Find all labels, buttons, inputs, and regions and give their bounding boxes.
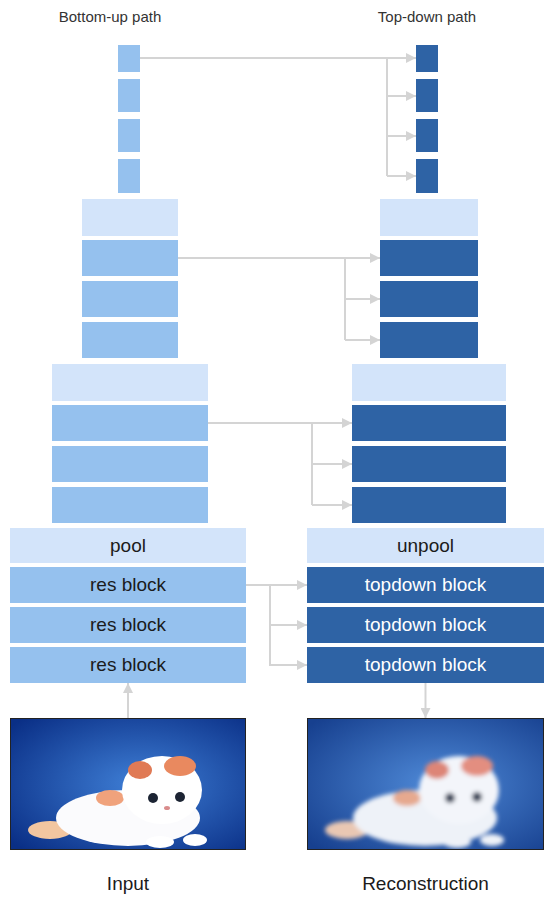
connector-arrow xyxy=(246,585,307,665)
cat-patch xyxy=(164,756,196,776)
skip-arrow xyxy=(345,298,380,300)
topdown-block: topdown block xyxy=(307,607,544,643)
feature-bar xyxy=(82,281,178,317)
image-caption: Input xyxy=(11,873,245,895)
feature-bar xyxy=(118,159,140,193)
pool-bar xyxy=(82,199,178,236)
cat-patch xyxy=(393,790,421,806)
column-heading: Bottom-up path xyxy=(59,8,162,26)
unpool-layer: unpool xyxy=(307,528,544,563)
skip-arrow xyxy=(178,257,380,259)
feature-bar xyxy=(380,281,478,317)
skip-line xyxy=(386,58,388,176)
feature-bar xyxy=(416,79,438,112)
cat-head xyxy=(419,756,499,824)
column-heading: Top-down path xyxy=(378,8,476,26)
cat-eye xyxy=(472,792,482,802)
cat-head xyxy=(122,756,202,824)
photo-background xyxy=(307,718,543,850)
pool-bar xyxy=(52,364,208,401)
skip-arrow xyxy=(208,422,352,424)
feature-bar xyxy=(118,79,140,112)
block-label: topdown block xyxy=(365,574,486,596)
cat-eye xyxy=(148,793,158,803)
reconstruction-image: Reconstruction xyxy=(307,718,544,850)
block-label: unpool xyxy=(397,535,454,557)
block-label: topdown block xyxy=(365,654,486,676)
feature-bar xyxy=(82,322,178,358)
pool-layer: pool xyxy=(10,528,246,563)
skip-arrow xyxy=(387,135,416,137)
topdown-block: topdown block xyxy=(307,647,544,683)
cat-eye xyxy=(445,793,455,803)
feature-bar xyxy=(82,240,178,276)
image-caption: Reconstruction xyxy=(308,873,543,895)
cat-patch xyxy=(128,761,152,779)
block-label: topdown block xyxy=(365,614,486,636)
input-image: Input xyxy=(10,718,246,850)
feature-bar xyxy=(52,446,208,482)
skip-arrow xyxy=(387,175,416,177)
topdown-block: topdown block xyxy=(307,567,544,603)
cat-patch xyxy=(461,756,493,776)
feature-bar xyxy=(380,322,478,358)
skip-arrow xyxy=(312,504,352,506)
feature-bar xyxy=(352,487,506,523)
connector-arrow xyxy=(127,683,129,718)
cat-patch xyxy=(96,790,124,806)
feature-bar xyxy=(416,119,438,152)
feature-bar xyxy=(118,119,140,152)
block-label: pool xyxy=(110,535,146,557)
feature-bar xyxy=(352,446,506,482)
feature-bar xyxy=(380,240,478,276)
skip-arrow xyxy=(345,339,380,341)
feature-bar xyxy=(416,45,438,72)
skip-arrow xyxy=(312,463,352,465)
block-label: res block xyxy=(90,614,166,636)
connector-arrow xyxy=(425,683,427,718)
cat-paw xyxy=(480,834,504,846)
unpool-bar xyxy=(380,199,478,236)
cat-paw xyxy=(443,836,471,848)
cat-paw xyxy=(146,836,174,848)
res-block: res block xyxy=(10,567,246,603)
photo-background xyxy=(10,718,246,850)
feature-bar xyxy=(52,405,208,441)
block-label: res block xyxy=(90,574,166,596)
block-label: res block xyxy=(90,654,166,676)
feature-bar xyxy=(416,159,438,193)
feature-bar xyxy=(52,487,208,523)
feature-bar xyxy=(118,45,140,72)
cat-nose xyxy=(164,806,170,810)
cat-photo xyxy=(10,718,246,850)
connector-arrow xyxy=(246,585,307,625)
res-block: res block xyxy=(10,607,246,643)
unpool-bar xyxy=(352,364,506,401)
cat-reconstruction xyxy=(307,718,543,850)
cat-eye xyxy=(175,792,185,802)
skip-arrow xyxy=(140,57,416,59)
cat-paw xyxy=(183,834,207,846)
cat-patch xyxy=(425,761,449,779)
feature-bar xyxy=(352,405,506,441)
skip-arrow xyxy=(387,95,416,97)
res-block: res block xyxy=(10,647,246,683)
